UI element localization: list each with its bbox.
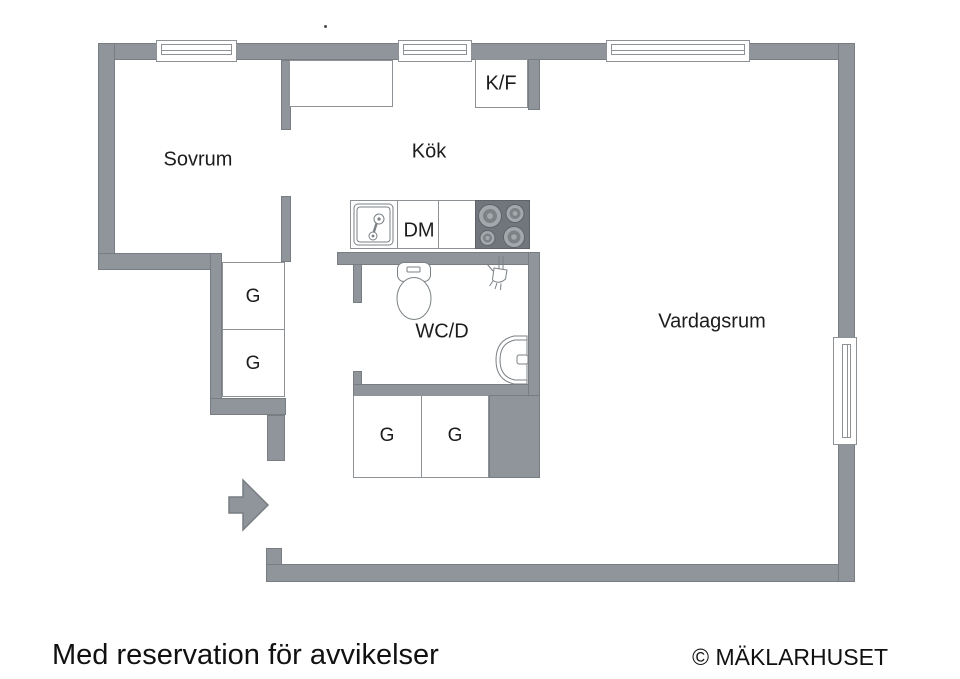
bedroom-window-icon: [156, 40, 237, 62]
wall-kf-stub: [528, 59, 540, 110]
wall-hall-left: [210, 253, 222, 415]
wall-hall-bottom: [210, 398, 286, 415]
wall-wc-right: [528, 252, 540, 398]
right-wall-window-icon: [833, 337, 857, 445]
sink-icon: [350, 200, 397, 249]
wardrobe-label: G: [245, 353, 261, 374]
livingroom-window-icon: [606, 40, 750, 62]
disclaimer-text: Med reservation för avvikelser: [52, 639, 439, 671]
stray-dot: [324, 25, 327, 28]
room-label-vardagsrum: Vardagsrum: [658, 310, 766, 333]
window-pane: [161, 44, 232, 55]
fridge-freezer-label: K/F: [485, 72, 517, 95]
room-label-sovrum: Sovrum: [163, 148, 233, 171]
entrance-arrow-icon: [228, 477, 270, 533]
washbasin-icon: [494, 334, 529, 386]
wall-closet-right-block: [489, 395, 540, 478]
window-pane: [403, 44, 467, 55]
room-label-kok: Kök: [411, 140, 447, 163]
shower-icon: [484, 256, 512, 292]
counter-divider: [438, 200, 439, 249]
room-label-wcd: WC/D: [415, 320, 469, 343]
wall-left: [98, 43, 115, 270]
wall-entry-stub: [267, 415, 285, 461]
wardrobe-divider: [421, 395, 422, 478]
wall-wc-left-upper: [353, 264, 362, 303]
wall-bottom: [266, 564, 855, 582]
wall-right-lower: [838, 444, 855, 582]
dishwasher-label: DM: [403, 219, 435, 242]
window-pane: [611, 44, 745, 55]
wardrobe-label: G: [245, 286, 261, 307]
wall-right-upper: [838, 43, 855, 338]
wall-hall-partition: [281, 196, 291, 262]
counter-divider: [397, 200, 398, 249]
toilet-icon: [395, 261, 433, 321]
wardrobe-divider: [222, 329, 285, 330]
kitchen-cabinet-box: [289, 60, 393, 107]
wardrobe-label: G: [447, 425, 463, 446]
copyright-text: © MÄKLARHUSET: [692, 644, 888, 670]
wardrobe-label: G: [379, 425, 395, 446]
window-pane: [842, 344, 851, 438]
fridge-freezer-box: [475, 59, 528, 108]
stove-icon: [475, 200, 530, 249]
wall-bedroom-bottom: [98, 253, 222, 270]
kitchen-window-icon: [398, 40, 472, 62]
